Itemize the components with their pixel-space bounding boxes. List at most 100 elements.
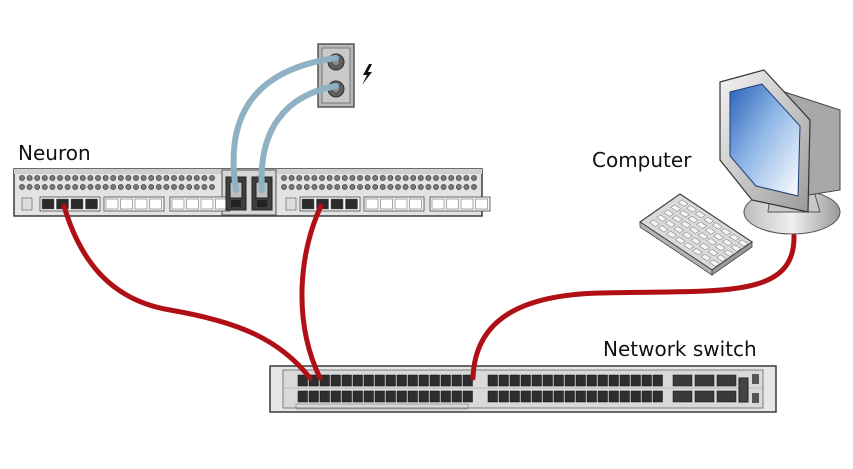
bnc-connector — [463, 175, 470, 181]
keyboard-key — [700, 253, 712, 262]
computer-monitor — [719, 69, 841, 235]
switch-port — [330, 390, 341, 403]
bnc-connector — [296, 184, 303, 190]
bnc-connector — [326, 175, 333, 181]
bnc-connector — [186, 184, 193, 190]
bnc-connector — [387, 175, 394, 181]
bnc-connector — [425, 184, 432, 190]
bnc-connector — [41, 175, 48, 181]
computer-label: Computer — [592, 148, 692, 172]
sfp-port — [134, 198, 148, 210]
network-switch-label: Network switch — [603, 337, 757, 361]
keyboard-key — [670, 204, 682, 212]
computer-keyboard — [638, 193, 754, 276]
switch-port — [297, 374, 308, 387]
sfp-port — [85, 198, 98, 210]
sfp-port — [380, 198, 393, 210]
keyboard-key — [657, 225, 669, 233]
bnc-connector — [193, 184, 200, 190]
switch-port — [630, 374, 641, 387]
bnc-connector — [209, 175, 215, 181]
bnc-connector — [171, 184, 177, 190]
uplink-port — [672, 390, 693, 403]
sfp-cage — [103, 196, 165, 212]
bnc-connector — [125, 175, 132, 181]
network-switch-device — [269, 365, 777, 413]
bnc-connector — [110, 184, 117, 190]
switch-port — [451, 374, 462, 387]
switch-port — [553, 374, 564, 387]
bnc-connector — [26, 175, 33, 181]
sfp-port — [365, 198, 379, 210]
bnc-connector — [57, 184, 63, 190]
bnc-connector — [395, 184, 401, 190]
keyboard-key — [711, 222, 723, 230]
keyboard-key — [703, 216, 715, 224]
sfp-port — [186, 198, 199, 210]
keyboard-keys — [648, 199, 749, 267]
bnc-connector — [72, 184, 79, 190]
keyboard-key — [677, 199, 689, 207]
bnc-connector — [303, 184, 310, 190]
bnc-connector — [155, 184, 162, 190]
power-cable-right — [258, 83, 339, 193]
bnc-connector — [303, 175, 310, 181]
switch-port-grid — [297, 374, 663, 403]
bnc-connector — [34, 175, 41, 181]
keyboard-key — [691, 248, 703, 256]
bnc-connector — [433, 175, 439, 181]
sfp-port — [460, 198, 474, 210]
sfp-port — [301, 198, 315, 210]
keyboard-key — [697, 232, 709, 240]
uplink-port — [716, 390, 737, 403]
bnc-connector — [440, 184, 447, 190]
bnc-connector — [19, 184, 25, 190]
switch-port — [641, 390, 652, 403]
sfp-port — [171, 198, 185, 210]
bnc-connector — [34, 184, 41, 190]
keyboard-key — [678, 210, 690, 218]
bnc-connector — [209, 184, 215, 190]
bnc-connector — [395, 175, 401, 181]
bnc-connector — [334, 184, 341, 190]
sfp-cage — [299, 196, 361, 212]
bnc-connector — [26, 184, 33, 190]
bnc-connector — [281, 175, 287, 181]
bnc-connector — [95, 184, 101, 190]
bnc-connector — [57, 175, 63, 181]
switch-port — [297, 390, 308, 403]
bnc-connector — [281, 184, 287, 190]
bnc-connector — [117, 175, 124, 181]
switch-port — [341, 390, 352, 403]
keyboard-key — [687, 215, 699, 224]
bnc-connector — [49, 175, 56, 181]
switch-port — [352, 374, 363, 387]
keyboard-key — [690, 237, 702, 245]
keyboard-key — [714, 243, 726, 252]
switch-port — [608, 390, 619, 403]
uplink-port — [694, 390, 715, 403]
switch-port — [520, 374, 531, 387]
switch-port — [597, 374, 608, 387]
usb-port — [285, 197, 297, 211]
switch-port — [630, 390, 641, 403]
power-cables — [230, 55, 339, 193]
bnc-connector — [372, 184, 379, 190]
switch-port — [363, 374, 374, 387]
network-cables — [61, 203, 797, 381]
bnc-connector — [140, 184, 147, 190]
bnc-connector — [133, 175, 139, 181]
switch-port — [564, 390, 575, 403]
bnc-connector — [201, 175, 208, 181]
keyboard-key — [728, 233, 740, 242]
switch-port — [374, 374, 385, 387]
sfp-port — [41, 198, 55, 210]
switch-port — [564, 374, 575, 387]
switch-port — [407, 374, 418, 387]
sfp-port — [200, 198, 214, 210]
switch-port — [652, 374, 663, 387]
switch-port — [330, 374, 341, 387]
bnc-connector — [379, 175, 386, 181]
keyboard-key — [721, 238, 733, 247]
